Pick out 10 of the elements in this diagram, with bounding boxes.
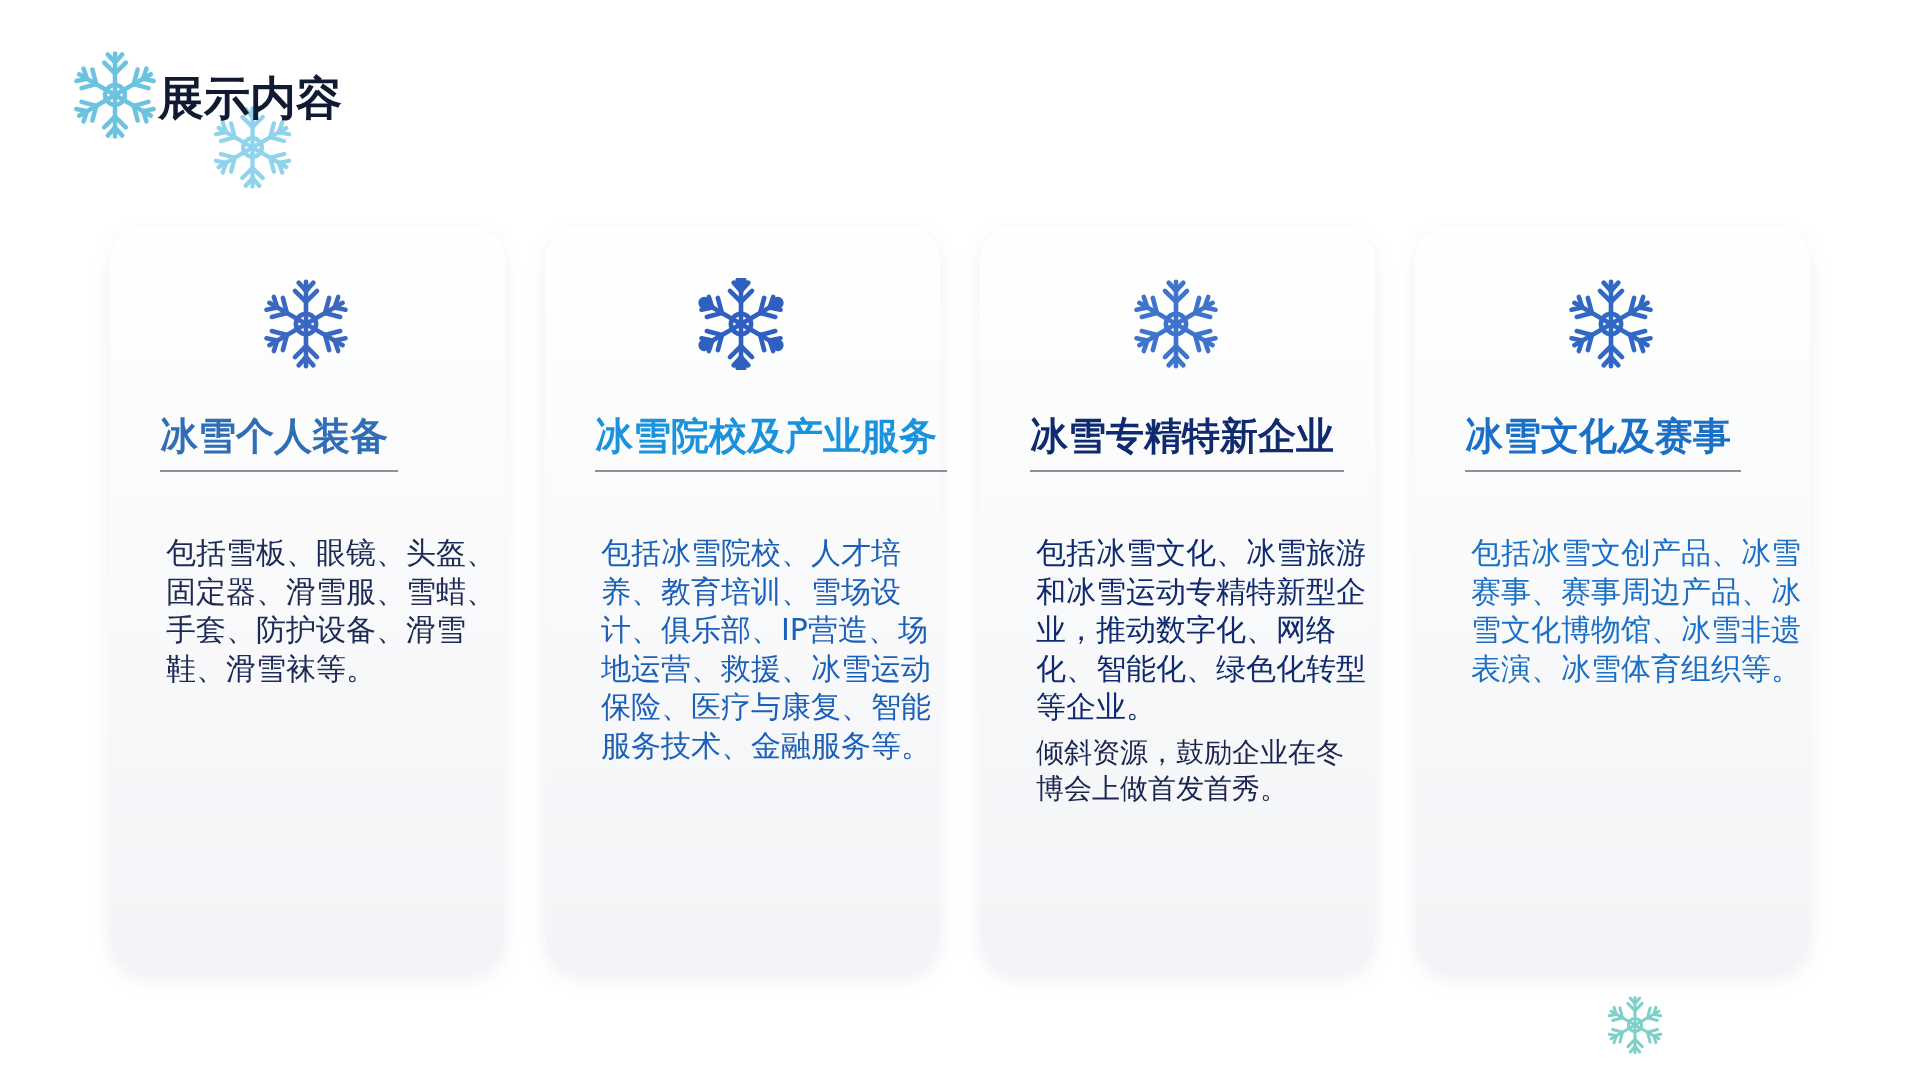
card-description: 包括冰雪文创产品、冰雪赛事、赛事周边产品、冰雪文化博物馆、冰雪非遗表演、冰雪体育组织等。: [1471, 534, 1802, 688]
card-heading: 冰雪专精特新企业: [1030, 411, 1344, 472]
card-heading: 冰雪个人装备: [160, 411, 398, 472]
card-description: 包括冰雪文化、冰雪旅游和冰雪运动专精特新型企业，推动数字化、网络化、智能化、绿色化转型等企业。: [1036, 534, 1367, 726]
slide-title: 展示内容: [158, 70, 342, 127]
card-heading: 冰雪院校及产业服务: [595, 411, 947, 472]
card-note: 倾斜资源，鼓励企业在冬博会上做首发首秀。: [1036, 735, 1345, 807]
card-description: 包括雪板、眼镜、头盔、固定器、滑雪服、雪蜡、手套、防护设备、滑雪鞋、滑雪袜等。: [166, 534, 497, 688]
card-description: 包括冰雪院校、人才培养、教育培训、雪场设计、俱乐部、IP营造、场地运营、救援、冰雪运动保险、医疗与康复、智能服务技术、金融服务等。: [601, 534, 932, 765]
card-heading: 冰雪文化及赛事: [1465, 411, 1741, 472]
